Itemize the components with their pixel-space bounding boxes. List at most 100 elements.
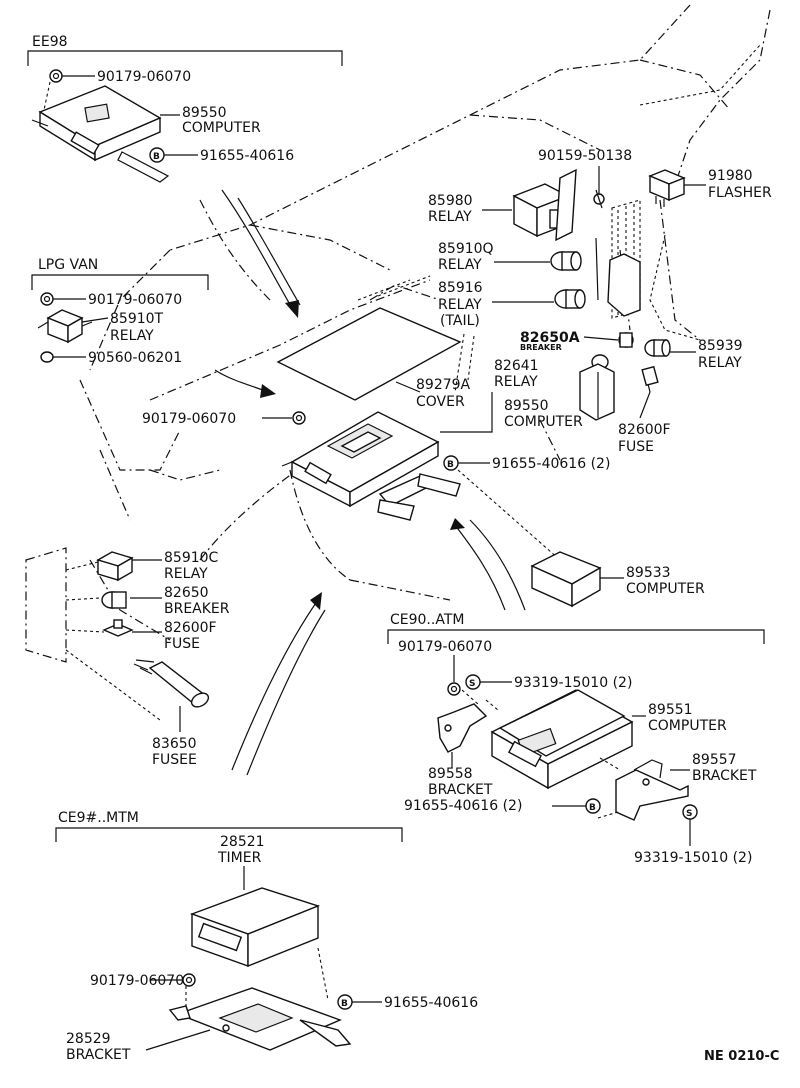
nut-icon (182, 973, 196, 987)
relay-85939-name: RELAY (698, 355, 742, 371)
relay-icon (37, 309, 93, 344)
assembly-arrows (214, 189, 526, 776)
fuse-82600f-partno: 82600F (618, 422, 671, 438)
group-label-lpg-van: LPG VAN (38, 257, 98, 273)
relay-85910q-partno: 85910Q (438, 241, 494, 257)
ee98-computer-partno: 89550 (182, 105, 227, 121)
breaker-82650-name: BREAKER (164, 601, 230, 617)
breaker-82650a-name: BREAKER (520, 343, 562, 352)
atm-bracket-right-icon (615, 759, 689, 821)
bolt-symbol-icon: B (443, 455, 459, 471)
flasher-icon (648, 169, 686, 207)
relay-85916-partno: 85916 (438, 280, 483, 296)
atm-bracket-right-partno: 89557 (692, 752, 737, 768)
fuse-82600f-low-name: FUSE (164, 636, 200, 652)
nut-icon (49, 69, 63, 83)
breaker-82650a-icon (618, 332, 634, 348)
mtm-bracket-name: BRACKET (66, 1047, 131, 1063)
flasher-name: FLASHER (708, 185, 772, 201)
group-lpg-van: LPG VAN 90179-06070 85910T RELAY 90560-0… (31, 257, 209, 366)
bolt-symbol-icon: B (149, 147, 165, 163)
atm-bracket-left-partno: 89558 (428, 766, 473, 782)
atm-screw-top-partno: 93319-15010 (2) (514, 675, 632, 691)
svg-text:B: B (153, 152, 160, 162)
main-nut-partno: 90179-06070 (142, 411, 236, 427)
breaker-82650a-partno: 82650A (520, 330, 580, 346)
lpg-nut-partno: 90179-06070 (88, 292, 182, 308)
fusee-icon (133, 659, 210, 708)
relay-cluster: 85980 RELAY 90159-50138 91980 FLASHER (428, 148, 772, 455)
dashboard-outline (79, 4, 771, 641)
atm-computer-partno: 89551 (648, 702, 693, 718)
group-ce90-atm: CE90..ATM 90179-06070 S 93319-15010 (2) … (387, 612, 765, 866)
main-computer-name: COMPUTER (504, 414, 583, 430)
clip-icon (40, 351, 54, 363)
mtm-bracket-icon (168, 987, 352, 1051)
cover-and-main-computer: 89279A COVER 90179-06070 89550 COMPUTER (142, 275, 705, 608)
group-label-ce9x-mtm: CE9#..MTM (58, 810, 139, 826)
mtm-bracket-partno: 28529 (66, 1031, 111, 1047)
relay-85910q-icon (550, 251, 582, 271)
ecu-computer-icon (31, 85, 170, 183)
relay-82641-partno: 82641 (494, 358, 539, 374)
screw-90159-partno: 90159-50138 (538, 148, 632, 164)
atm-nut-partno: 90179-06070 (398, 639, 492, 655)
flasher-partno: 91980 (708, 168, 753, 184)
atm-bracket-right-name: BRACKET (692, 768, 757, 784)
bolt-symbol-icon: B (337, 994, 353, 1010)
svg-text:B: B (447, 460, 454, 470)
screw-symbol-icon: S (682, 804, 698, 820)
lower-left-parts: 85910C RELAY 82650 BREAKER 82600F FUSE 8… (25, 547, 230, 768)
relay-85910c-name: RELAY (164, 566, 208, 582)
bolt-symbol-icon: B (585, 798, 601, 814)
group-label-ee98: EE98 (32, 34, 68, 50)
mtm-bolt-partno: 91655-40616 (384, 995, 478, 1011)
fuse-82600f-name: FUSE (618, 439, 654, 455)
lpg-relay-name: RELAY (110, 328, 154, 344)
screw-symbol-icon: S (465, 674, 481, 690)
computer-89533-icon (530, 551, 602, 608)
relay-82641-name: RELAY (494, 374, 538, 390)
breaker-82650-partno: 82650 (164, 585, 209, 601)
mtm-nut-partno: 90179-06070 (90, 973, 184, 989)
atm-computer-icon (490, 689, 634, 790)
svg-text:S: S (469, 679, 475, 689)
group-ce9x-mtm: CE9#..MTM 28521 TIMER 90179-06070 B (55, 810, 478, 1063)
timer-partno: 28521 (220, 834, 265, 850)
relay-85980-name: RELAY (428, 209, 472, 225)
relay-85939-partno: 85939 (698, 338, 743, 354)
atm-bracket-left-icon (437, 703, 488, 753)
nut-icon (40, 292, 54, 306)
main-computer-partno: 89550 (504, 398, 549, 414)
svg-text:B: B (589, 803, 596, 813)
svg-text:B: B (341, 999, 348, 1009)
relay-85910c-icon (96, 551, 134, 582)
cover-name: COVER (416, 394, 465, 410)
lpg-relay-partno: 85910T (110, 311, 164, 327)
ee98-computer-name: COMPUTER (182, 120, 261, 136)
fuse-82600f-low-partno: 82600F (164, 620, 217, 636)
atm-bracket-left-name: BRACKET (428, 782, 493, 798)
nut-icon (292, 411, 306, 425)
atm-screw-bottom-partno: 93319-15010 (2) (634, 850, 752, 866)
main-computer-icon (281, 411, 461, 521)
computer-89533-partno: 89533 (626, 565, 671, 581)
lpg-clip-partno: 90560-06201 (88, 350, 182, 366)
timer-icon (189, 887, 321, 968)
group-label-ce90-atm: CE90..ATM (390, 612, 464, 628)
fuse-82600f-low-icon (102, 619, 134, 637)
relay-85980-icon (512, 168, 577, 242)
ee98-nut-partno: 90179-06070 (97, 69, 191, 85)
fuse-82600f-icon (641, 365, 659, 393)
relay-85939-icon (644, 339, 671, 357)
group-ee98: EE98 90179-06070 89550 COMPUTER B 9165 (27, 34, 343, 183)
atm-computer-name: COMPUTER (648, 718, 727, 734)
timer-name: TIMER (217, 850, 262, 866)
relay-85910c-partno: 85910C (164, 550, 219, 566)
relay-85916-note: (TAIL) (440, 313, 480, 329)
fusee-name: FUSEE (152, 752, 197, 768)
atm-bolt-partno: 91655-40616 (2) (404, 798, 522, 814)
computer-89533-name: COMPUTER (626, 581, 705, 597)
relay-block-bracket (595, 199, 641, 319)
